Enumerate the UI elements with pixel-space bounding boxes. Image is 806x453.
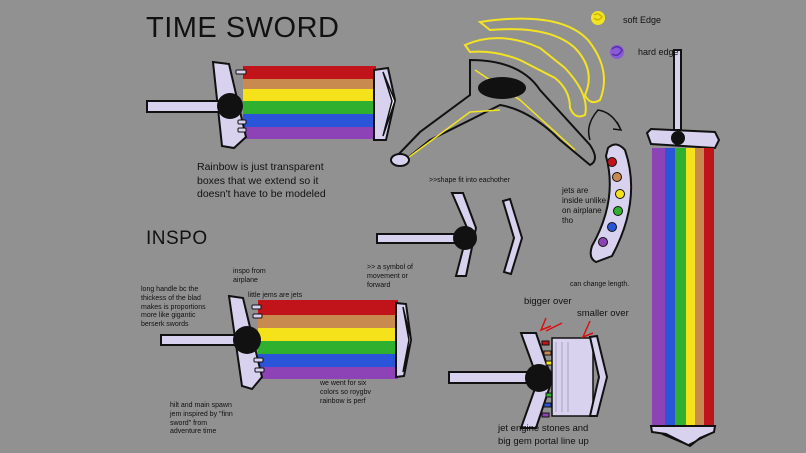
handle-top bbox=[146, 100, 228, 113]
note-shape-fit: >>shape fit into eachother bbox=[429, 177, 510, 184]
title-time-sword: TIME SWORD bbox=[146, 12, 340, 44]
tall-rainbow-blade bbox=[652, 148, 714, 426]
note-symbol: >> a symbol of movement or forward bbox=[367, 264, 413, 289]
note-jet-engine: jet engine stones and big gem portal lin… bbox=[498, 423, 589, 447]
rainbow-blade-top bbox=[243, 66, 376, 139]
note-smaller-over: smaller over bbox=[577, 308, 629, 319]
blade-tip-top bbox=[373, 66, 397, 141]
legend-hard-label: hard edge bbox=[638, 47, 679, 57]
note-little-jems: little jems are jets bbox=[248, 292, 303, 299]
tall-vertical-sword bbox=[645, 49, 721, 448]
rainbow-blade-inspo bbox=[258, 300, 398, 379]
jet-engine-sword-drawing bbox=[448, 317, 609, 429]
note-can-change-length: can change length. bbox=[570, 281, 630, 288]
edge-sketch bbox=[390, 17, 605, 167]
note-inspo-airplane: inspo from airplane bbox=[233, 268, 266, 284]
legend-soft-label: soft Edge bbox=[623, 15, 662, 25]
inspo-sword-drawing bbox=[160, 294, 413, 391]
shape-fit-drawing bbox=[376, 192, 524, 277]
note-bigger-over: bigger over bbox=[524, 296, 572, 307]
time-sword-drawing bbox=[146, 60, 397, 150]
gem-top bbox=[217, 93, 243, 119]
jets-curve-drawing bbox=[587, 109, 633, 264]
gem-inspo bbox=[233, 326, 261, 354]
note-rainbow: Rainbow is just transparent boxes that w… bbox=[197, 161, 326, 201]
note-hilt: hilt and main spawn jem inspired by "fin… bbox=[170, 402, 233, 436]
note-jets: jets are inside unlike on airplane tho bbox=[562, 186, 607, 225]
legend-soft-marker bbox=[591, 11, 605, 25]
legend-hard-marker bbox=[610, 45, 624, 59]
note-long-handle: long handle bc the thickess of the blad … bbox=[141, 286, 206, 328]
heading-inspo: INSPO bbox=[146, 228, 208, 249]
note-six-colors: we went for six colors so roygbv rainbow… bbox=[320, 380, 371, 405]
